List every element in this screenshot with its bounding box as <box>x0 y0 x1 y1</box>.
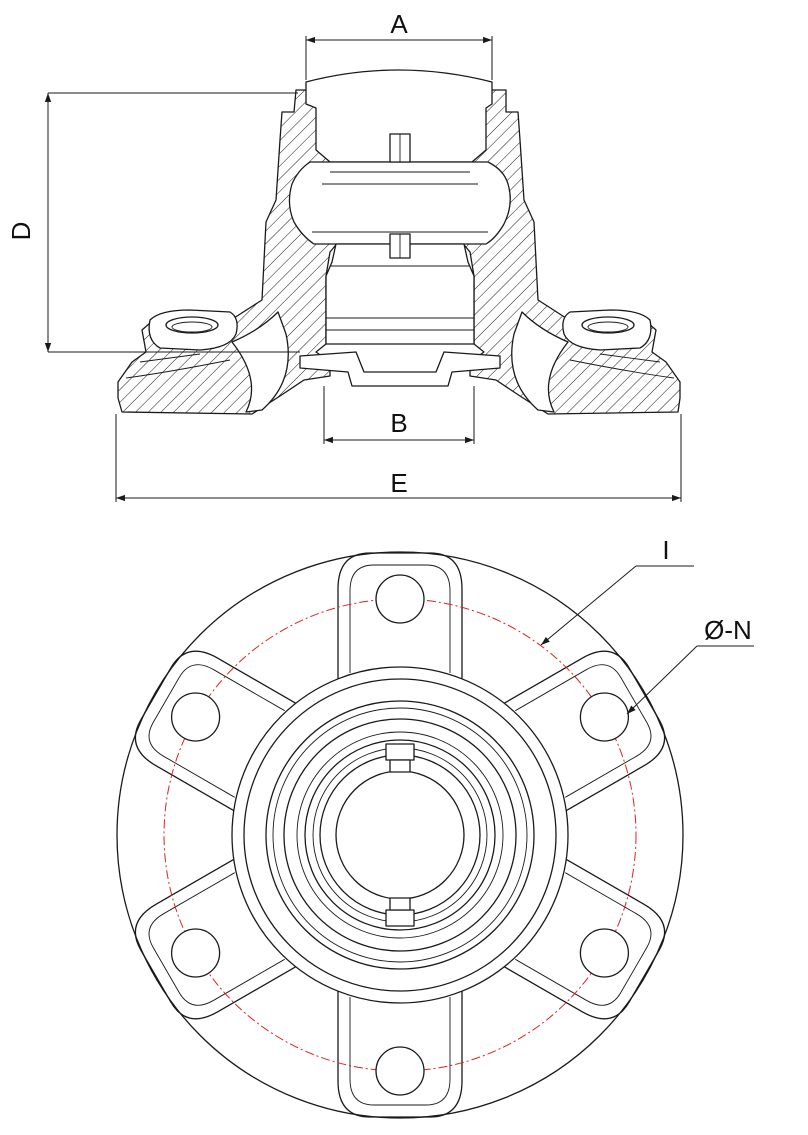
flange-arm-fillet <box>148 664 285 798</box>
inner-bore <box>325 243 475 345</box>
dimension-D: D <box>6 92 300 353</box>
dimension-label-A: A <box>390 9 408 39</box>
flange-arm <box>498 855 666 1020</box>
dimension-A: A <box>305 9 493 80</box>
front-keyway-top <box>385 743 415 761</box>
right-lug <box>562 309 675 379</box>
hub-ring-4 <box>272 707 528 963</box>
front-keyway-bottom <box>385 909 415 927</box>
hub-ring-2 <box>243 678 557 992</box>
callout-label-I: I <box>662 535 669 565</box>
flange-arm-fillet <box>515 872 652 1006</box>
flange-arm <box>337 984 463 1118</box>
dimension-label-B: B <box>390 408 407 438</box>
left-rib-cut <box>231 311 289 413</box>
bolt-hole <box>375 574 425 624</box>
bolt-hole <box>170 692 221 742</box>
bolt-hole <box>579 928 630 978</box>
bolt-hole <box>170 928 221 978</box>
flange-arm-fillet <box>515 664 652 798</box>
flange-arm-fillet <box>148 872 285 1006</box>
hub-ring-7 <box>304 739 496 931</box>
bolt-hole <box>579 692 630 742</box>
bottom-spigot <box>299 351 501 387</box>
flange-arm-fillet <box>349 564 451 673</box>
hub-ring-5 <box>283 718 517 952</box>
right-rib-cut <box>511 311 569 413</box>
bearing-race <box>288 161 511 245</box>
callout-label-N: Ø-N <box>704 615 752 645</box>
bolt-hole <box>375 1046 425 1096</box>
dimension-label-E: E <box>390 468 407 498</box>
bore-grooves <box>326 265 474 331</box>
hub-ring-6 <box>296 731 504 939</box>
dimension-label-D: D <box>6 222 36 241</box>
flange-arm <box>498 650 666 815</box>
front-keyway-bottom-inner <box>389 897 411 911</box>
dimension-E: E <box>115 414 682 502</box>
bearing-race-edges <box>312 171 488 233</box>
callout-I: I <box>540 535 694 646</box>
hub-ring-3 <box>265 700 535 970</box>
flange-arm <box>134 855 302 1020</box>
outer-flange-circle <box>116 551 684 1119</box>
flange-arms <box>134 552 666 1118</box>
bolt-holes <box>170 574 630 1096</box>
flange-arm-fillet <box>349 997 451 1106</box>
hub-outer-ring <box>231 666 569 1004</box>
front-keyway-top-inner <box>389 759 411 773</box>
flange-arm <box>337 552 463 686</box>
left-lug <box>125 309 238 379</box>
callout-N: Ø-N <box>626 615 754 715</box>
front-view: I Ø-N <box>116 535 754 1119</box>
dimension-B: B <box>323 386 475 444</box>
side-section-view: D A B E <box>6 9 682 502</box>
flange-arm <box>134 650 302 815</box>
